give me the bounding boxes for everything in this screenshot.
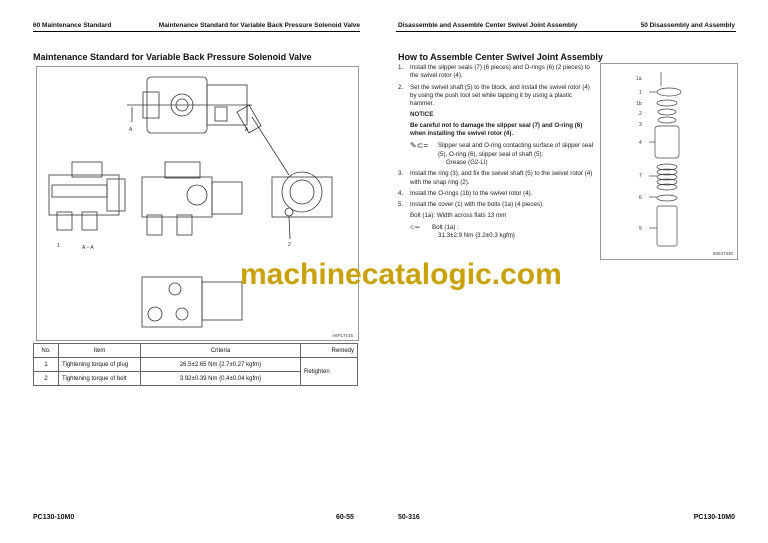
step-text: Set the swivel shaft (5) to the block, a… — [410, 83, 590, 108]
swivel-joint-exploded-figure: 1a 1 1b 2 3 4 7 6 5 80647330 — [600, 63, 738, 260]
step-number: 3. — [398, 170, 404, 178]
label-6: 6 — [639, 195, 642, 201]
right-header-rule — [396, 31, 736, 32]
header-remedy: Remedy — [300, 343, 358, 358]
swivel-joint-drawing: 1a 1 1b 2 3 4 7 6 5 — [636, 72, 682, 247]
header-no: No. — [33, 343, 59, 358]
right-header-section: 50 Disassembly and Assembly — [640, 22, 735, 29]
row-no: 2 — [33, 371, 59, 386]
grease-icon: ✎⊂= — [410, 141, 429, 151]
maintenance-standard-table: No. Item Criteria Remedy 1 Tightening to… — [33, 343, 358, 386]
right-footer-model: PC130-10M0 — [693, 514, 735, 521]
grease-line2: Grease (G2-LI) — [446, 158, 488, 166]
row-item: Tightening torque of plug — [58, 357, 141, 372]
left-page-title: Maintenance Standard for Variable Back P… — [33, 52, 312, 62]
side-view — [236, 104, 333, 240]
grease-note: ✎⊂= Slipper seal and O-ring contacting s… — [410, 142, 596, 167]
notice-text: Be careful not to damage the slipper sea… — [410, 121, 583, 138]
label-7: 7 — [639, 173, 642, 179]
left-header-rule — [33, 31, 360, 32]
right-page-title: How to Assemble Center Swivel Joint Asse… — [398, 52, 603, 62]
assembly-steps: 1. Install the slipper seals (7) (6 piece… — [398, 64, 596, 240]
section-label-aa: A – A — [82, 245, 94, 251]
step-3: 3. Install the ring (3), and fix the swiv… — [398, 170, 596, 187]
grease-line1: Slipper seal and O-ring contacting surfa… — [438, 142, 594, 158]
notice-title: NOTICE — [410, 111, 434, 119]
table-header-row: No. Item Criteria Remedy — [33, 343, 358, 358]
step-text: Install the slipper seals (7) (6 pieces)… — [410, 64, 590, 80]
row-no: 1 — [33, 357, 59, 372]
left-header-section: 60 Maintenance Standard — [33, 22, 112, 29]
torque-note: ⊂═ Bolt (1a) :31.3±2.9 Nm {3.2±0.3 kgfm} — [410, 224, 596, 241]
torque-label: Bolt (1a) : — [432, 223, 459, 231]
bottom-view — [141, 276, 243, 328]
row-criteria: 26.5±2.65 Nm {2.7±0.27 kgfm} — [140, 357, 301, 372]
step-1: 1. Install the slipper seals (7) (6 piece… — [398, 64, 596, 81]
step-number: 2. — [398, 83, 404, 91]
figure-id: 80647330 — [712, 251, 733, 256]
label-5: 5 — [639, 226, 642, 232]
label-1a: 1a — [636, 76, 642, 82]
label-1b: 1b — [636, 101, 642, 107]
callout-1: 1 — [57, 243, 60, 249]
label-3: 3 — [639, 122, 642, 128]
row-criteria: 3.92±0.39 Nm {0.4±0.04 kgfm} — [140, 371, 301, 386]
top-view — [127, 76, 252, 134]
table-row: 1 Tightening torque of plug 26.5±2.65 Nm… — [33, 357, 358, 386]
section-view — [48, 161, 126, 231]
front-view — [141, 161, 243, 236]
left-header-title: Maintenance Standard for Variable Back P… — [158, 22, 360, 29]
label-1: 1 — [639, 90, 642, 96]
left-footer-page: 60-55 — [336, 514, 354, 521]
section-label-a1: A — [129, 127, 133, 133]
solenoid-valve-drawing: A A A – A 1 2 — [48, 76, 333, 328]
label-4: 4 — [639, 140, 642, 146]
step-number: 1. — [398, 64, 404, 71]
left-footer-model: PC130-10M0 — [33, 514, 75, 521]
right-header-title: Disassemble and Assemble Center Swivel J… — [398, 22, 578, 29]
solenoid-valve-figure: A A A – A 1 2 A6P17145 — [36, 66, 359, 341]
step-text: Install the O-rings (1b) to the swivel r… — [410, 189, 533, 197]
step-text: Install the cover (1) with the bolts (1a… — [410, 201, 544, 209]
table-row: 2 Tightening torque of bolt 3.92±0.39 Nm… — [33, 371, 358, 386]
step-text: Install the ring (3), and fix the swivel… — [410, 170, 593, 186]
step-number: 4. — [398, 189, 404, 197]
bolt-width: Bolt (1a): Width across flats 13 mm — [410, 212, 507, 220]
wrench-icon: ⊂═ — [410, 223, 420, 231]
figure-id: A6P17145 — [331, 333, 353, 338]
step-4: 4. Install the O-rings (1b) to the swivel… — [398, 190, 596, 198]
row-remedy: Retighten — [300, 357, 358, 386]
row-item: Tightening torque of bolt — [58, 371, 141, 386]
step-5: 5. Install the cover (1) with the bolts (… — [398, 201, 596, 209]
watermark: machinecatalogic.com — [240, 258, 562, 291]
label-2: 2 — [639, 111, 642, 117]
header-item: Item — [58, 343, 141, 358]
torque-value: 31.3±2.9 Nm {3.2±0.3 kgfm} — [438, 232, 515, 240]
callout-2: 2 — [288, 242, 291, 248]
step-number: 5. — [398, 201, 404, 209]
step-2: 2. Set the swivel shaft (5) to the block,… — [398, 84, 596, 109]
right-footer-page: 50-316 — [398, 514, 420, 521]
header-criteria: Criteria — [140, 343, 301, 358]
